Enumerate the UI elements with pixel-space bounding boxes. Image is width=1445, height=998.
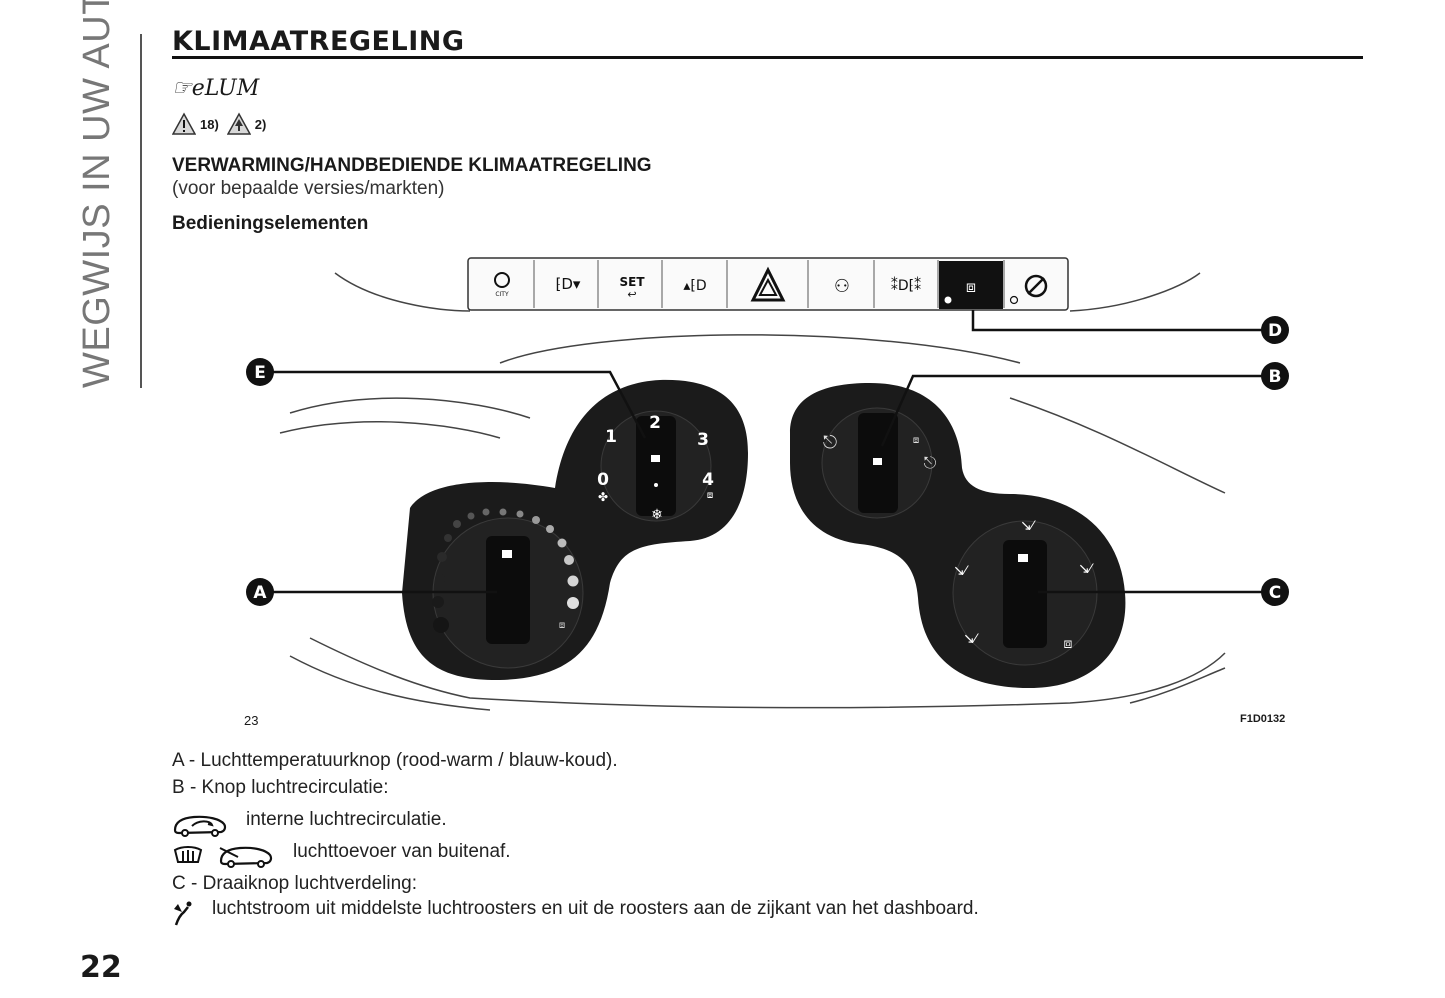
figure-code: F1D0132 bbox=[1240, 713, 1286, 725]
callout-c-marker bbox=[1261, 578, 1289, 606]
warning-ref: 18) bbox=[200, 116, 219, 132]
snowflake-icon: ❄ bbox=[651, 506, 663, 522]
warning-triangle-icon bbox=[172, 112, 196, 135]
temperature-fan-panel: ⧈ 0 1 2 3 4 ✤ ❄ ⧈ bbox=[402, 379, 748, 681]
section-heading: VERWARMING/HANDBEDIENDE KLIMAATREGELING bbox=[172, 155, 652, 176]
svg-text:↘⁄: ↘⁄ bbox=[953, 562, 970, 578]
callout-b-marker bbox=[1261, 362, 1289, 390]
svg-text:⧈: ⧈ bbox=[559, 620, 565, 631]
callout-c: C bbox=[1269, 583, 1281, 603]
fan-speed-2: 2 bbox=[649, 413, 661, 433]
section-subheading: (voor bepaalde versies/markten) bbox=[172, 178, 445, 199]
fan-icon: ✤ bbox=[598, 490, 608, 504]
svg-text:⁑D⁅⁑: ⁑D⁅⁑ bbox=[891, 276, 921, 294]
environment-icon bbox=[226, 112, 251, 135]
switch-strip: CITY ⁅D▾ SET↩ ▴⁅D ⚇ ⁑D⁅⁑ ⧈ bbox=[467, 257, 1069, 311]
elum-badge: ☞eLUM bbox=[172, 76, 259, 101]
callout-b: B bbox=[1269, 367, 1282, 387]
recirculation-distribution-panel: ⎋ ⧈ ⎋ ↘⁄ ↘⁄ ↘⁄ ↘⁄ ⧈ bbox=[790, 383, 1126, 688]
legend-a: A - Luchttemperatuurknop (rood-warm / bl… bbox=[172, 750, 618, 771]
svg-text:↘⁄: ↘⁄ bbox=[1078, 560, 1095, 576]
car-recirculation-icon bbox=[173, 815, 227, 837]
figure-number: 23 bbox=[244, 713, 259, 728]
fan-speed-3: 3 bbox=[697, 430, 709, 450]
fan-speed-1: 1 bbox=[605, 427, 617, 447]
svg-text:⧈: ⧈ bbox=[1064, 635, 1073, 651]
pointing-hand-icon: ☞ bbox=[172, 76, 192, 101]
callout-e-marker bbox=[246, 358, 274, 386]
legend-c-vents: luchtstroom uit middelste luchtroosters … bbox=[212, 898, 979, 919]
svg-text:↘⁄: ↘⁄ bbox=[963, 630, 980, 646]
callout-e: E bbox=[254, 363, 266, 383]
warning-references: 18) 2) bbox=[172, 110, 266, 138]
svg-text:⧈: ⧈ bbox=[913, 435, 919, 446]
legend-b-external: luchttoevoer van buitenaf. bbox=[293, 841, 511, 862]
page-title: KLIMAATREGELING bbox=[172, 26, 465, 57]
callout-a: A bbox=[253, 583, 267, 603]
svg-text:⎋: ⎋ bbox=[823, 432, 837, 452]
fan-speed-0: 0 bbox=[597, 470, 609, 490]
legend-b: B - Knop luchtrecirculatie: bbox=[172, 777, 389, 798]
temperature-scale bbox=[432, 508, 579, 633]
elum-label: eLUM bbox=[191, 76, 260, 101]
windshield-defrost-icon bbox=[173, 846, 203, 863]
callout-d-marker bbox=[1261, 316, 1289, 344]
controls-heading: Bedieningselementen bbox=[172, 213, 369, 234]
svg-text:⁅D▾: ⁅D▾ bbox=[556, 275, 581, 293]
svg-text:⧈: ⧈ bbox=[966, 277, 976, 296]
svg-text:↘⁄: ↘⁄ bbox=[1020, 517, 1037, 533]
section-title-vertical: WEGWIJS IN UW AUTO bbox=[76, 0, 118, 388]
svg-text:▴⁅D: ▴⁅D bbox=[683, 278, 706, 294]
callout-d: D bbox=[1268, 321, 1282, 341]
callout-a-marker bbox=[246, 578, 274, 606]
svg-text:⎋: ⎋ bbox=[924, 455, 937, 472]
svg-text:⚇: ⚇ bbox=[834, 276, 850, 297]
svg-text:SET: SET bbox=[619, 275, 645, 289]
environment-ref: 2) bbox=[254, 116, 267, 132]
legend-c: C - Draaiknop luchtverdeling: bbox=[172, 873, 418, 894]
climate-control-illustration: CITY ⁅D▾ SET↩ ▴⁅D ⚇ ⁑D⁅⁑ ⧈ bbox=[246, 257, 1289, 711]
legend-b-internal: interne luchtrecirculatie. bbox=[246, 809, 447, 830]
svg-text:CITY: CITY bbox=[495, 291, 509, 298]
face-vent-airflow-icon bbox=[174, 901, 192, 926]
svg-text:↩: ↩ bbox=[627, 288, 636, 301]
car-outside-air-icon bbox=[219, 846, 273, 868]
page-number: 22 bbox=[80, 950, 122, 985]
title-underline bbox=[172, 56, 1363, 59]
defrost-icon: ⧈ bbox=[707, 490, 713, 501]
fan-speed-4: 4 bbox=[702, 470, 714, 490]
sidebar-divider bbox=[140, 34, 142, 388]
